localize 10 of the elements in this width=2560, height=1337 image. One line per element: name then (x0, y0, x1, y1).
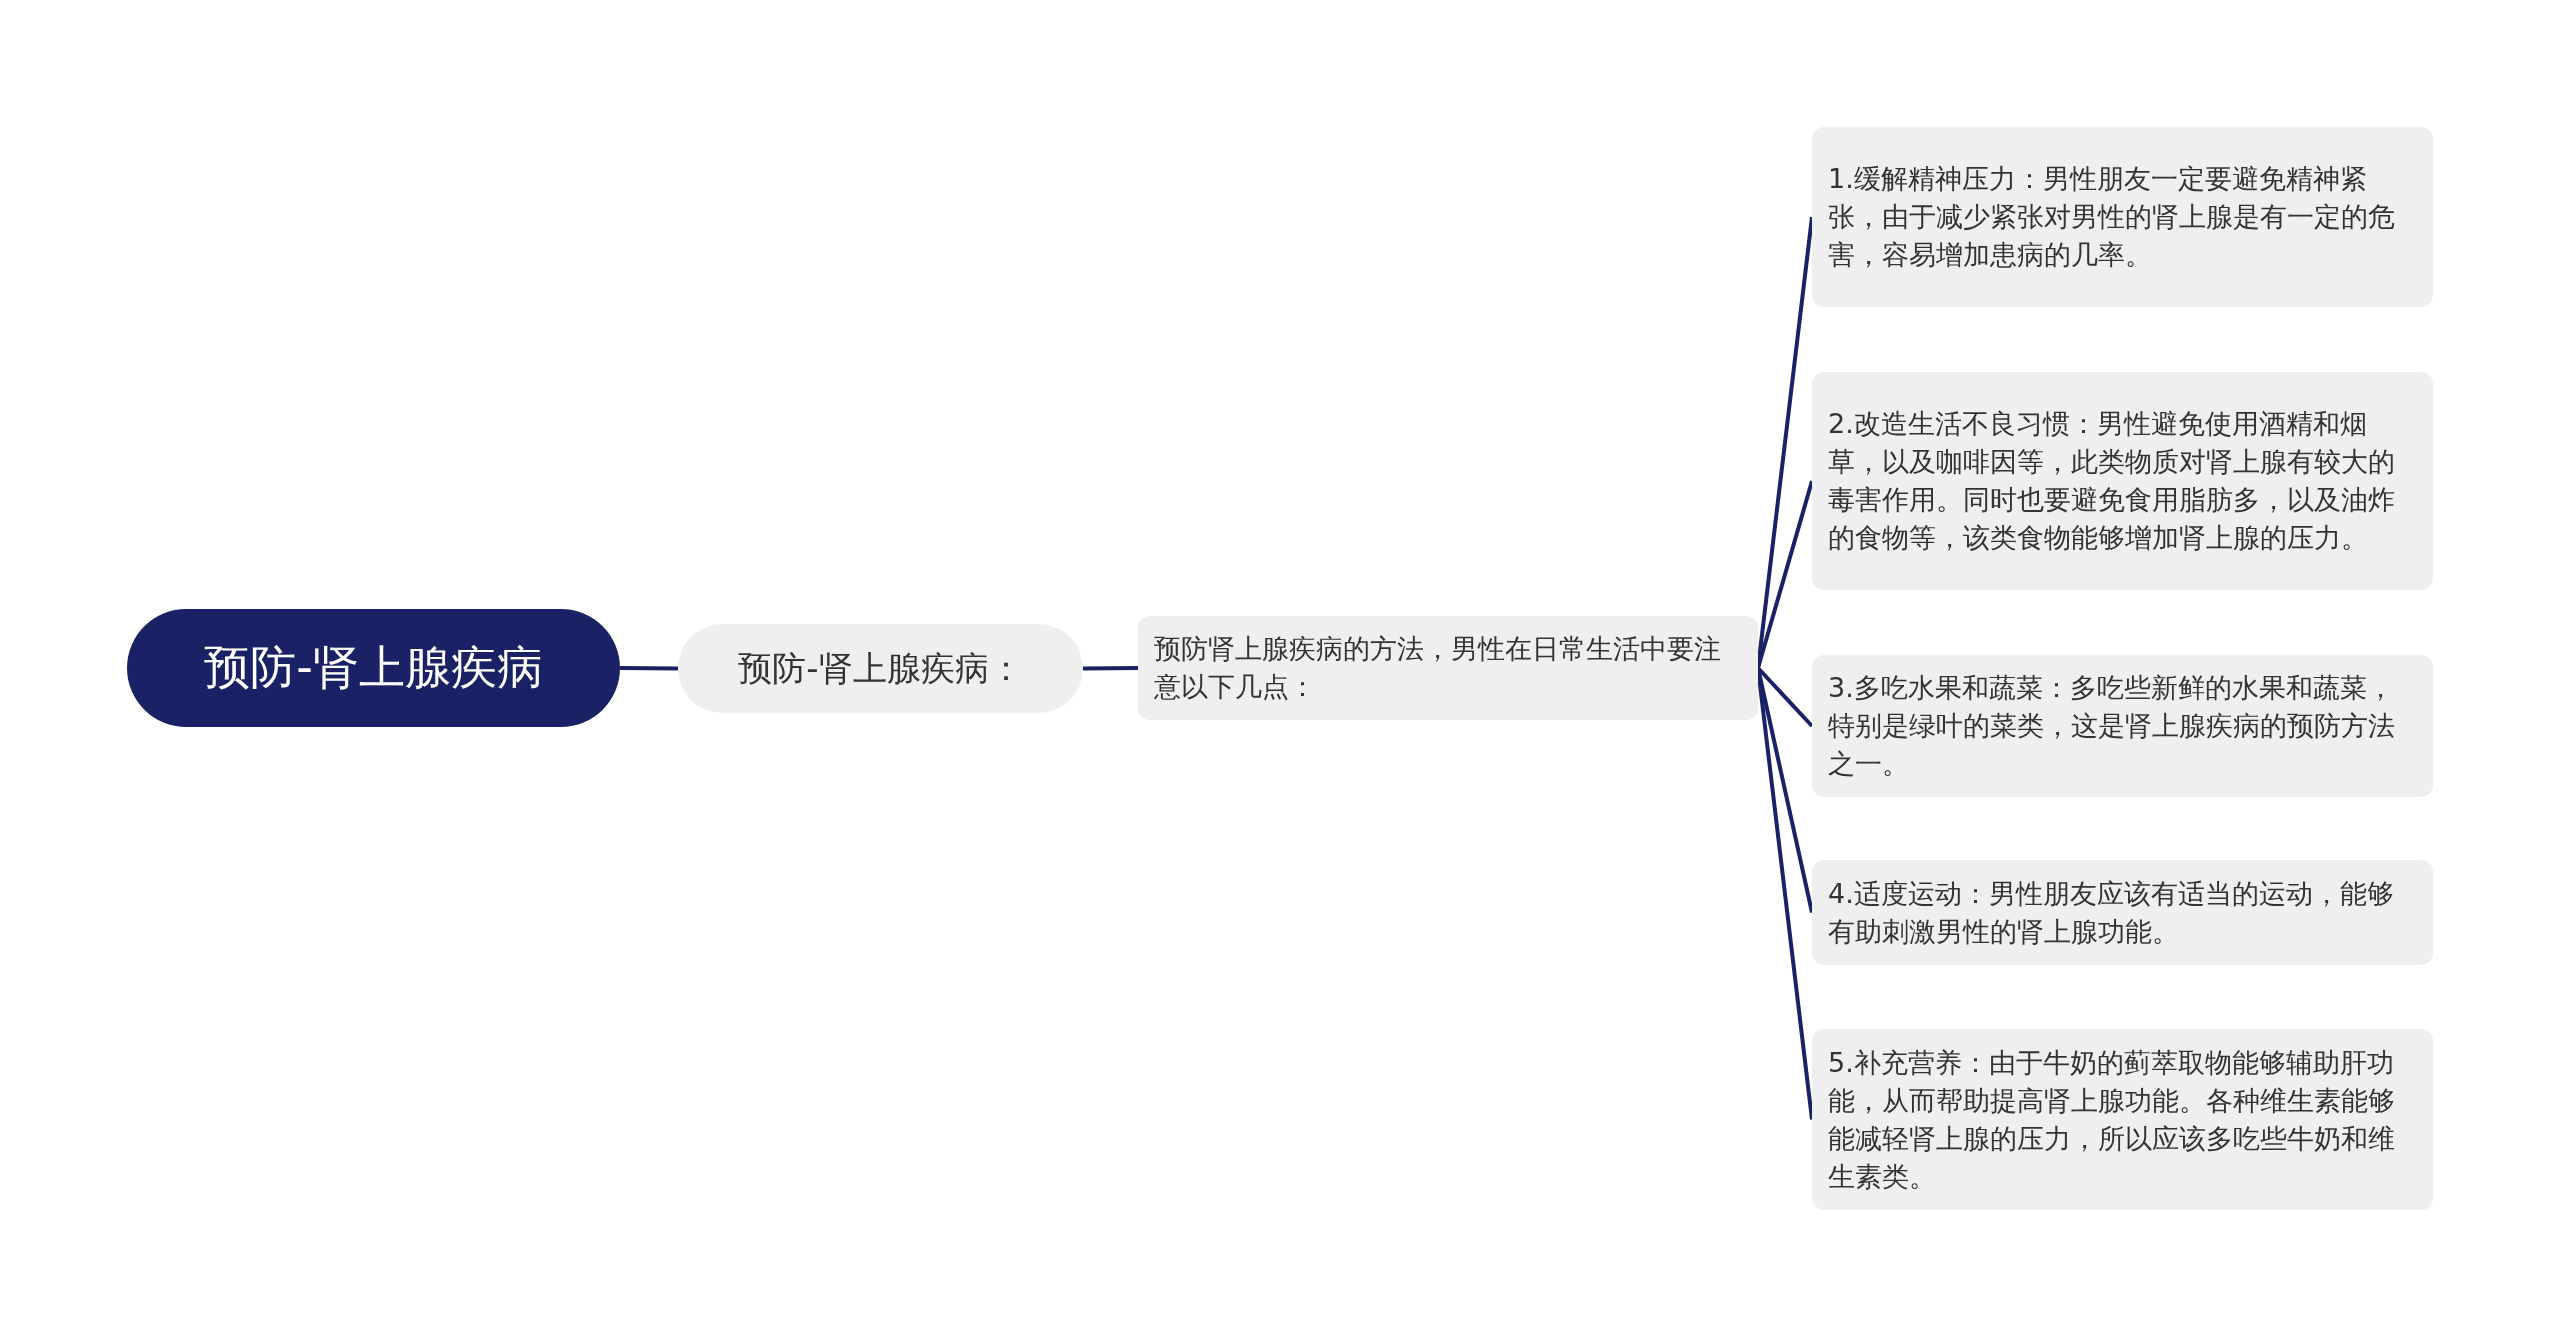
text-box: 4.适度运动：男性朋友应该有适当的运动，能够有助刺激男性的肾上腺功能。 (1812, 860, 2433, 965)
text-box: 5.补充营养：由于牛奶的蓟萃取物能够辅助肝功能，从而帮助提高肾上腺功能。各种维生素能够能减轻肾上腺的压力，所以应该多吃些牛奶和维生素类。 (1812, 1029, 2433, 1210)
connector-line (619, 666, 678, 671)
text-box: 2.改造生活不良习惯：男性避免使用酒精和烟草，以及咖啡因等，此类物质对肾上腺有较大的毒害作用。同时也要避免食用脂肪多，以及油炸的食物等，该类食物能够增加肾上腺的压力。 (1812, 372, 2433, 590)
text-box: 1.缓解精神压力：男性朋友一定要避免精神紧张，由于减少紧张对男性的肾上腺是有一定的危害，容易增加患病的几率。 (1812, 127, 2433, 307)
topic-box: 预防-肾上腺疾病 (127, 609, 620, 727)
connector-line (1082, 666, 1139, 671)
text-box: 3.多吃水果和蔬菜：多吃些新鲜的水果和蔬菜，特别是绿叶的菜类，这是肾上腺疾病的预防方法之一。 (1812, 655, 2433, 797)
text-box: 预防肾上腺疾病的方法，男性在日常生活中要注意以下几点： (1138, 616, 1758, 720)
subtopic-box: 预防-肾上腺疾病： (678, 624, 1083, 713)
